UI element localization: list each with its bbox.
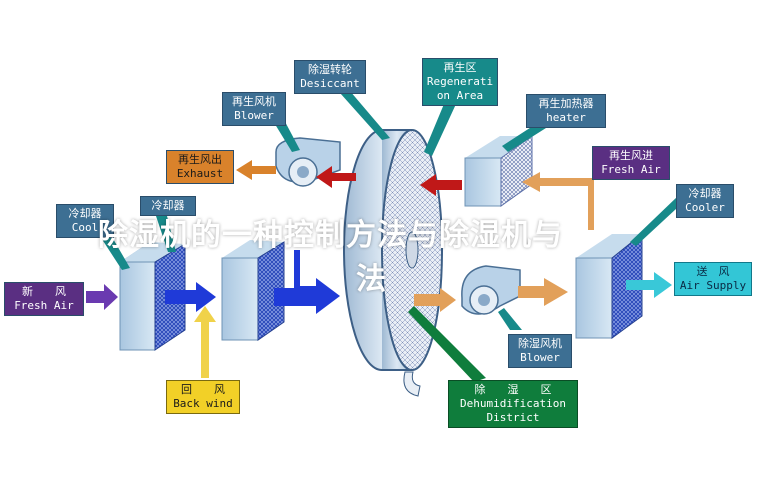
- dehumidified-air-arrow: [414, 288, 456, 312]
- callout-back-wind: 回 风 Back wind: [166, 380, 240, 414]
- callout-leaders: [96, 84, 690, 330]
- callout-exhaust-en: Exhaust: [176, 167, 224, 180]
- callout-fresh-air-zh: 新 风: [22, 285, 66, 298]
- callout-fresh-air-en: Fresh Air: [14, 299, 74, 312]
- callout-dehum-district-zh: 除 湿 区: [474, 383, 552, 396]
- callout-regen-blower-en: Blower: [234, 109, 274, 122]
- process-air-arrow-2: [274, 250, 340, 314]
- callout-regen-area: 再生区 Regenerati on Area: [422, 58, 498, 106]
- callout-back-wind-en: Back wind: [173, 397, 233, 410]
- callout-regen-blower-zh: 再生风机: [232, 95, 276, 108]
- callout-back-wind-zh: 回 风: [181, 383, 225, 396]
- callout-regen-blower: 再生风机 Blower: [222, 92, 286, 126]
- callout-regen-fresh-air: 再生风进 Fresh Air: [592, 146, 670, 180]
- callout-supply-air: 送 风 Air Supply: [674, 262, 752, 296]
- callout-process-blower-zh: 除湿风机: [518, 337, 562, 350]
- callout-process-blower-en: Blower: [520, 351, 560, 364]
- callout-regen-area-en2: on Area: [436, 89, 484, 102]
- callout-cooler-middle: 冷却器: [140, 196, 196, 216]
- heated-air-arrow: [420, 174, 462, 196]
- cooler-unit-right: [575, 232, 643, 339]
- callout-supply-air-en: Air Supply: [679, 279, 747, 292]
- callout-cooler-right-en: Cooler: [685, 201, 725, 214]
- callout-regen-heater-en: heater: [546, 111, 586, 124]
- callout-cooler-right: 冷却器 Cooler: [676, 184, 734, 218]
- to-cooler-arrow: [518, 278, 568, 306]
- dehum-leader: [408, 306, 486, 382]
- fresh-air-arrow: [86, 284, 118, 310]
- desiccant-wheel: [343, 129, 443, 397]
- supply-air-arrow: [626, 272, 672, 298]
- process-air-arrow-1: [165, 282, 216, 312]
- regen-air-arrow: [316, 166, 356, 188]
- callout-regen-heater-zh: 再生加热器: [538, 97, 594, 110]
- regen-heater-unit: [464, 135, 533, 207]
- callout-regen-fresh-air-en: Fresh Air: [601, 163, 661, 176]
- callout-process-blower: 除湿风机 Blower: [508, 334, 572, 368]
- cooler-unit-middle: [221, 240, 285, 341]
- back-wind-arrow: [194, 306, 216, 378]
- callout-desiccant-en: Desiccant: [300, 77, 360, 90]
- callout-cooler-left-en: Cool: [71, 221, 99, 234]
- process-blower-unit: [461, 265, 521, 315]
- callout-supply-air-zh: 送 风: [696, 265, 730, 278]
- callout-dehum-district-en1: Dehumidification: [460, 397, 566, 410]
- callout-regen-fresh-air-zh: 再生风进: [609, 149, 653, 162]
- callout-dehum-district-en2: District: [486, 411, 540, 424]
- exhaust-arrow: [236, 160, 276, 180]
- callout-regen-area-en1: Regenerati: [426, 75, 494, 88]
- callout-fresh-air: 新 风 Fresh Air: [4, 282, 84, 316]
- overlay-title-line1: 除湿机的一种控制方法与除湿机与: [98, 218, 563, 253]
- overlay-title-line2: 法: [356, 262, 387, 297]
- callout-desiccant: 除湿转轮 Desiccant: [294, 60, 366, 94]
- callout-exhaust: 再生风出 Exhaust: [166, 150, 234, 184]
- callout-exhaust-zh: 再生风出: [178, 153, 222, 166]
- callout-cooler-left: 冷却器 Cool: [56, 204, 114, 238]
- callout-dehum-district: 除 湿 区 Dehumidification District: [448, 380, 578, 428]
- callout-desiccant-zh: 除湿转轮: [308, 63, 352, 76]
- callout-cooler-right-zh: 冷却器: [688, 187, 722, 200]
- regen-fresh-air-arrow: [522, 172, 594, 230]
- callout-cooler-middle-zh: 冷却器: [151, 199, 185, 212]
- callout-cooler-left-zh: 冷却器: [68, 207, 102, 220]
- callout-regen-heater: 再生加热器 heater: [526, 94, 606, 128]
- callout-regen-area-zh: 再生区: [443, 61, 477, 74]
